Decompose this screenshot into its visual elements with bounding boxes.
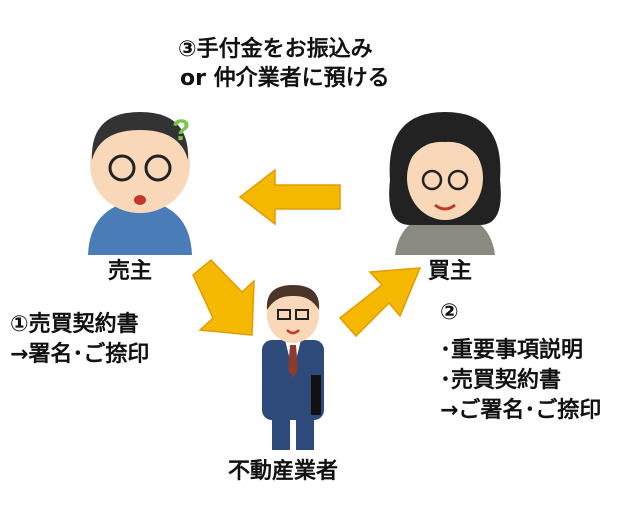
- step2-line3: ･売買契約書: [440, 368, 562, 393]
- agent-label: 不動産業者: [228, 459, 339, 484]
- buyer-illustration: [389, 112, 501, 255]
- step1-line1: ①売買契約書: [10, 312, 139, 337]
- question-mark-icon: ?: [172, 114, 190, 147]
- seller-label: 売主: [108, 259, 153, 284]
- arrow-seller-to-agent: [192, 258, 255, 336]
- step2-line4: →ご署名･ご捺印: [440, 398, 602, 423]
- step2-line1: ②: [440, 300, 459, 325]
- step3-line1: ③手付金をお振込み: [178, 37, 373, 62]
- step2-line2: ･重要事項説明: [440, 338, 584, 363]
- agent-illustration: [262, 285, 324, 450]
- step1-line2: →署名･ご捺印: [10, 342, 150, 367]
- buyer-label: 買主: [428, 259, 473, 284]
- arrow-agent-to-buyer: [338, 267, 422, 338]
- step3-line2: or 仲介業者に預ける: [180, 66, 390, 91]
- arrow-buyer-to-seller: [238, 168, 341, 226]
- seller-illustration: ?: [88, 112, 192, 255]
